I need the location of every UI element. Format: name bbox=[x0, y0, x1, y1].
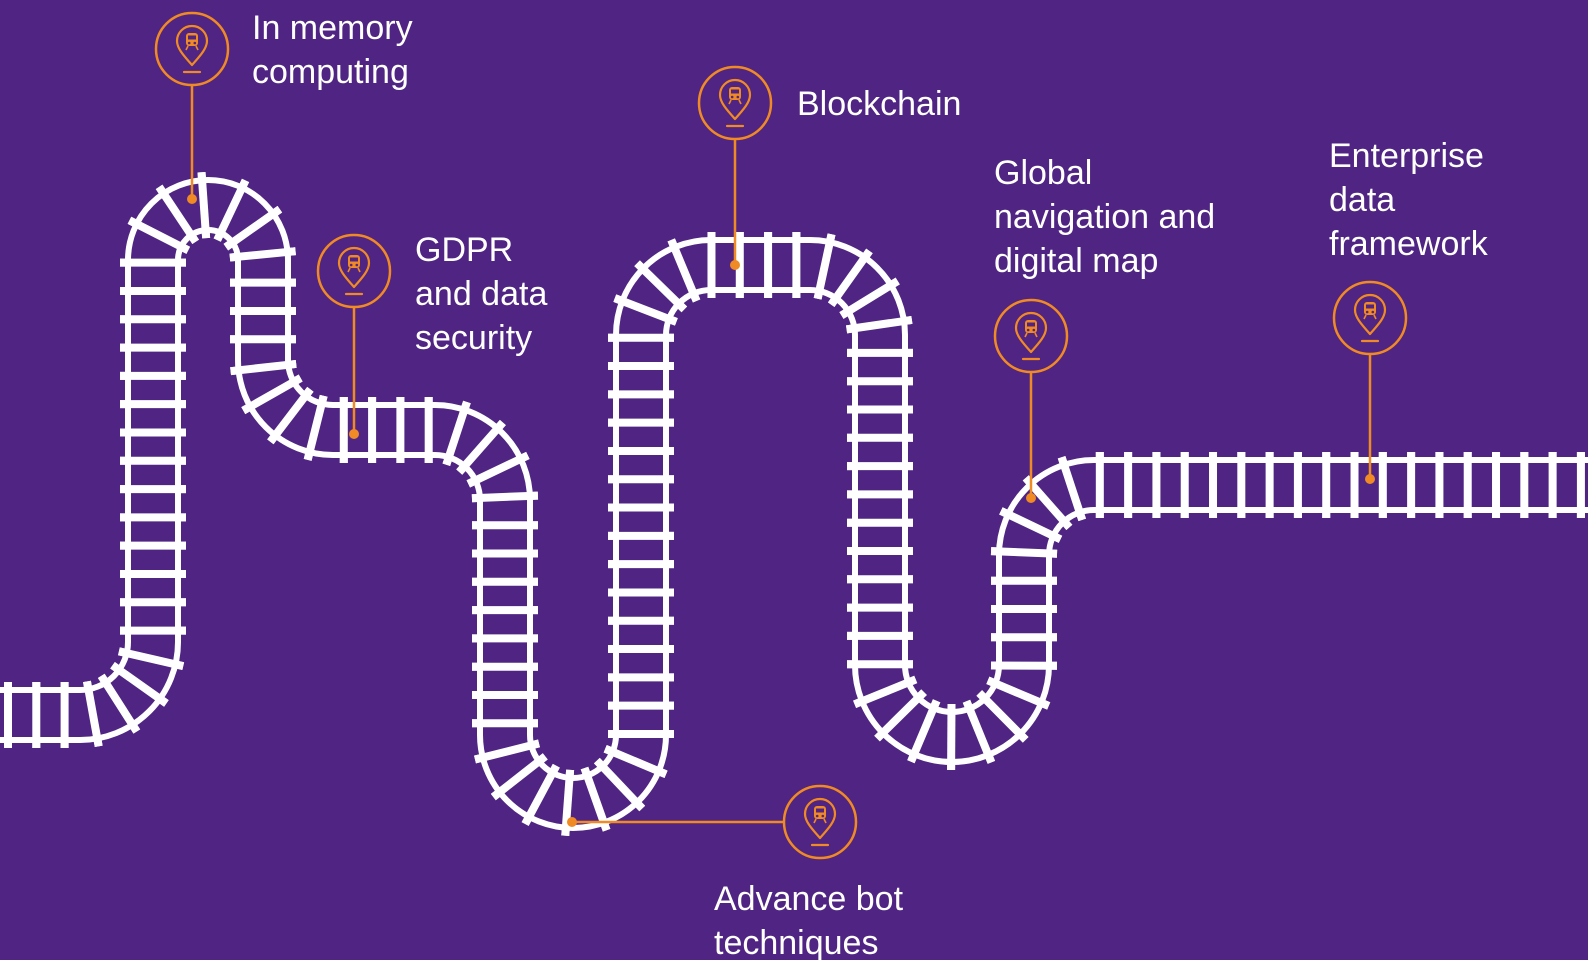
milestone-pins bbox=[154, 11, 1408, 860]
railway-tie-inner bbox=[223, 205, 283, 251]
milestone-ring bbox=[993, 298, 1069, 374]
train-location-pin-icon bbox=[337, 246, 371, 296]
railway-tie-inner bbox=[853, 675, 918, 708]
train-location-pin-icon bbox=[1014, 311, 1048, 361]
railway-tie-inner bbox=[83, 680, 103, 748]
milestone-pin-enterprise-data bbox=[1332, 280, 1408, 484]
railway-rails bbox=[0, 171, 1588, 837]
milestone-ring bbox=[154, 11, 230, 87]
milestone-ring bbox=[316, 233, 392, 309]
train-location-pin-icon bbox=[803, 797, 837, 847]
railway-tie-inner bbox=[580, 766, 611, 832]
milestone-pin-gdpr bbox=[316, 233, 392, 439]
railway-tie-inner bbox=[827, 248, 873, 307]
railway-tie-inner bbox=[839, 277, 900, 319]
railway-tie-inner bbox=[127, 216, 191, 254]
railway-tie-inner bbox=[874, 689, 927, 742]
railway-tie-inner bbox=[267, 386, 314, 445]
railway-tie-inner bbox=[97, 673, 141, 734]
railway-tie-inner bbox=[521, 763, 560, 826]
milestone-ring bbox=[1332, 280, 1408, 356]
railway-ties-inner bbox=[4, 171, 1585, 837]
railway-tie-inner bbox=[976, 690, 1029, 743]
railway-tie-inner bbox=[593, 757, 646, 812]
railway-tie-inner bbox=[471, 491, 539, 503]
railway-tie-inner bbox=[490, 753, 548, 801]
railway-tie-inner bbox=[603, 745, 668, 778]
railway-tie-inner bbox=[466, 451, 530, 488]
milestone-pin-global-navigation bbox=[993, 298, 1069, 503]
milestone-pin-advance-bot bbox=[567, 784, 858, 860]
milestone-dot bbox=[730, 260, 740, 270]
railway-tie-inner bbox=[846, 315, 913, 334]
railway-tie-inner bbox=[613, 294, 678, 326]
railway-tie-inner bbox=[999, 507, 1063, 543]
railway-tie-inner bbox=[634, 260, 688, 313]
train-location-pin-icon bbox=[1353, 293, 1387, 343]
train-location-pin-icon bbox=[175, 24, 209, 74]
train-location-pin-icon bbox=[718, 78, 752, 128]
milestone-dot bbox=[1365, 474, 1375, 484]
railway-tie-inner bbox=[474, 739, 540, 764]
milestone-pin-in-memory-computing bbox=[154, 11, 230, 204]
railway-tie-inner bbox=[230, 359, 297, 376]
milestone-ring bbox=[782, 784, 858, 860]
railway-tie-inner bbox=[197, 171, 211, 239]
railway-tie-inner bbox=[118, 647, 185, 671]
railway-tie-inner bbox=[456, 419, 506, 475]
railway-tie-inner bbox=[155, 184, 200, 245]
milestone-dot bbox=[567, 817, 577, 827]
railway-tie-inner bbox=[303, 394, 328, 461]
milestone-dot bbox=[187, 194, 197, 204]
railway-tie-inner bbox=[442, 400, 471, 466]
railway-tie-inner bbox=[667, 238, 701, 303]
railway-tie-inner bbox=[110, 662, 169, 707]
milestone-ring bbox=[697, 65, 773, 141]
milestone-dot bbox=[1026, 493, 1036, 503]
railway-tie-inner bbox=[962, 699, 996, 764]
rail-gap bbox=[0, 183, 1588, 825]
railway-tie-inner bbox=[229, 247, 296, 262]
railway-tie-inner bbox=[813, 233, 836, 300]
milestone-pin-blockchain bbox=[697, 65, 773, 270]
railway-tie-inner bbox=[213, 178, 250, 242]
milestone-dot bbox=[349, 429, 359, 439]
milestone-label-blockchain: Blockchain bbox=[797, 85, 962, 123]
railway-tie-inner bbox=[241, 374, 303, 415]
railway-tie-inner bbox=[1022, 475, 1073, 531]
railway-tie-inner bbox=[561, 769, 575, 837]
railway-tie-inner bbox=[1057, 455, 1087, 522]
railway-tie-inner bbox=[986, 676, 1051, 710]
railway-tie-inner bbox=[990, 547, 1058, 558]
railway-tie-inner bbox=[907, 699, 941, 764]
